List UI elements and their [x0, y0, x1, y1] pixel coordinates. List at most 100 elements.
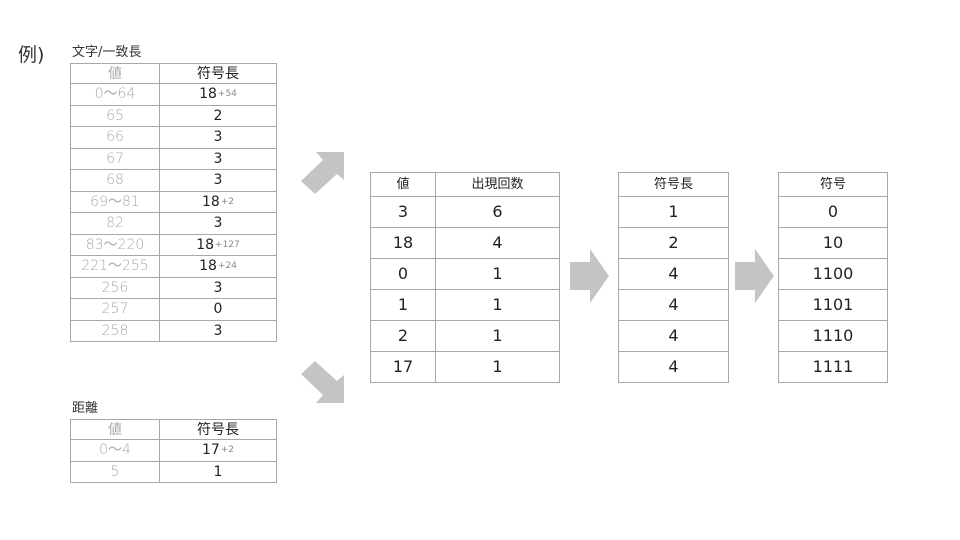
value-cell: 3	[370, 196, 436, 228]
code-length-value: 1	[213, 463, 223, 480]
code-length-value: 3	[213, 279, 223, 296]
code-length-cell: 18+2	[159, 190, 277, 213]
table-row: 4	[618, 258, 729, 290]
count-cell: 6	[435, 196, 560, 228]
table-row: 4	[618, 320, 729, 352]
header-value: 値	[70, 419, 160, 440]
code-length-cell: 3	[159, 147, 277, 170]
code-length-value: 3	[213, 150, 223, 167]
value-cell: 18	[370, 227, 436, 259]
arrow-up-right-icon	[301, 361, 344, 403]
code-length-value: 0	[213, 301, 223, 318]
code-length-value: 18	[199, 258, 217, 275]
table-row: 256 3	[70, 276, 277, 299]
code-length-cell: 4	[618, 351, 729, 383]
code-length-cell: 18+54	[159, 83, 277, 106]
code-length-value: 3	[213, 172, 223, 189]
count-cell: 1	[435, 351, 560, 383]
header-cell: 符号長	[618, 172, 729, 197]
code-cell: 1111	[778, 351, 888, 383]
code-length-cell: 4	[618, 258, 729, 290]
value-cell: 83〜220	[70, 233, 160, 256]
code-length-cell: 2	[159, 104, 277, 127]
value-cell: 256	[70, 276, 160, 299]
table-header-row: 値出現回数	[370, 172, 560, 197]
code-length-cell: 3	[159, 126, 277, 149]
header-value: 値	[370, 172, 436, 197]
table-row: 1	[618, 196, 729, 228]
code-cell: 1110	[778, 320, 888, 352]
count-cell: 4	[435, 227, 560, 259]
code-cell: 10	[778, 227, 888, 259]
extra-bits: +54	[217, 89, 237, 100]
extra-bits: +24	[217, 261, 237, 272]
code-length-cell: 1	[618, 196, 729, 228]
code-length-value: 18	[196, 236, 215, 253]
code-length-cell: 3	[159, 212, 277, 235]
code-cell: 1100	[778, 258, 888, 290]
code-length-value: 3	[213, 129, 223, 146]
value-cell: 221〜255	[70, 255, 160, 278]
code-length-value: 2	[213, 107, 223, 124]
code-length-value: 3	[213, 215, 223, 232]
code-length-value: 17	[201, 442, 220, 459]
table-header-row: 符号長	[618, 172, 729, 197]
arrow-right-icon	[735, 249, 774, 303]
table-row: 68 3	[70, 169, 277, 192]
code-length-cell: 18+24	[159, 255, 277, 278]
code-cell: 0	[778, 196, 888, 228]
code-length-cell: 4	[618, 320, 729, 352]
arrow-right-shape	[570, 249, 609, 303]
code-length-value: 18	[201, 193, 220, 210]
count-cell: 1	[435, 289, 560, 321]
value-cell: 82	[70, 212, 160, 235]
extra-bits: +2	[220, 445, 235, 456]
arrow-down-right-icon	[301, 152, 344, 194]
count-cell: 1	[435, 258, 560, 290]
header-cell: 符号	[778, 172, 888, 197]
code-length-cell: 0	[159, 298, 277, 321]
example-label: 例)	[18, 44, 45, 66]
code-length-cell: 17+2	[159, 439, 277, 462]
extra-bits: +127	[215, 239, 240, 250]
value-cell: 1	[370, 289, 436, 321]
table-row: 0	[778, 196, 888, 228]
table-row: 1100	[778, 258, 888, 290]
table-row: 1110	[778, 320, 888, 352]
table-row: 258 3	[70, 319, 277, 342]
header-value: 値	[70, 63, 160, 84]
table-row: 1111	[778, 351, 888, 383]
code-length-cell: 18+127	[159, 233, 277, 256]
value-cell: 0〜64	[70, 83, 160, 106]
table-row: 10	[778, 227, 888, 259]
table-row: 4	[618, 351, 729, 383]
value-cell: 258	[70, 319, 160, 342]
code-length-value: 3	[213, 322, 223, 339]
table-row: 1101	[778, 289, 888, 321]
code-length-cell: 1	[159, 460, 277, 483]
table-header-row: 値符号長	[70, 419, 277, 440]
value-cell: 0〜4	[70, 439, 160, 462]
value-cell: 68	[70, 169, 160, 192]
code-length-cell: 2	[618, 227, 729, 259]
table-header-row: 符号	[778, 172, 888, 197]
table-row: 82 3	[70, 212, 277, 235]
count-cell: 1	[435, 320, 560, 352]
table-header-row: 値符号長	[70, 63, 277, 84]
